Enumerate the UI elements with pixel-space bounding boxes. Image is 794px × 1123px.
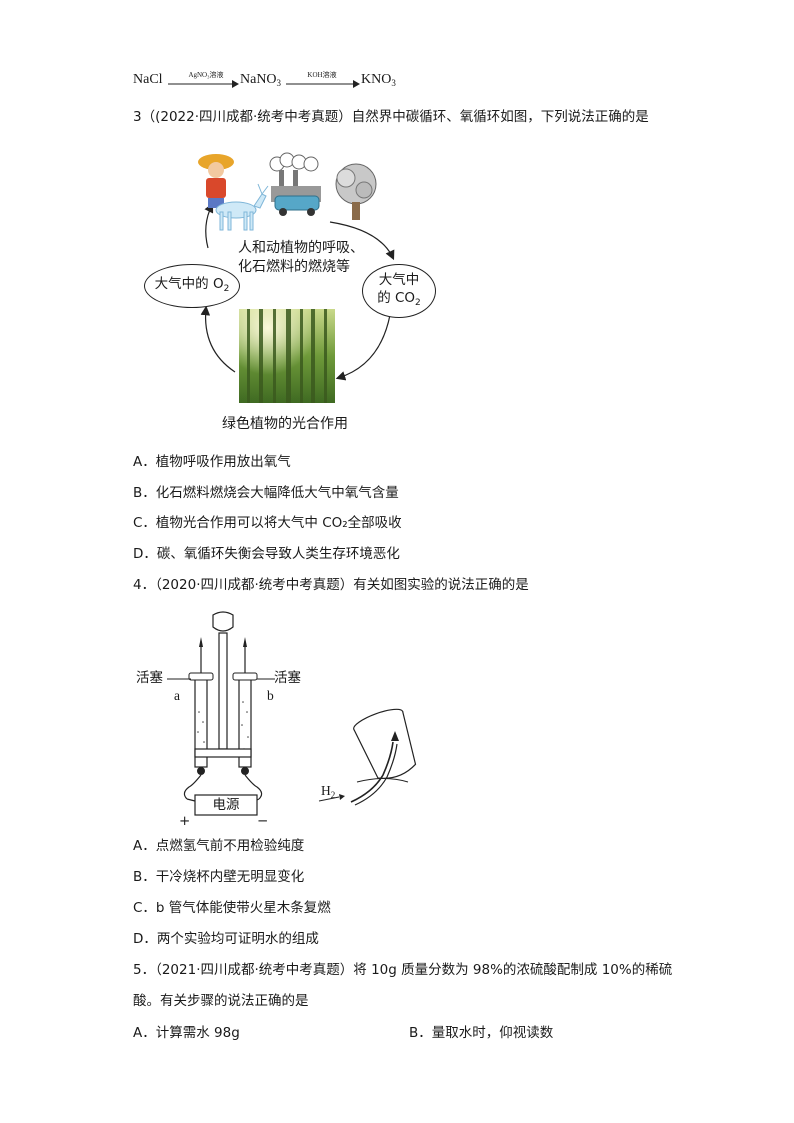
photosynthesis-label: 绿色植物的光合作用 — [222, 416, 348, 432]
stopcock-right-label: 活塞 — [274, 670, 301, 686]
q3-stem: 3（(2022·四川成都·统考中考真题）自然界中碳循环、氧循环如图，下列说法正确… — [133, 109, 649, 125]
nacl-formula: NaCl — [133, 72, 163, 87]
q4-option-b[interactable]: B．干冷烧杯内壁无明显变化 — [133, 869, 305, 885]
atmosphere-o2-node: 大气中的 O2 — [144, 264, 240, 308]
tube-b-label: b — [267, 688, 274, 703]
electrolysis-apparatus — [183, 611, 417, 816]
h2-label: H2 — [321, 783, 336, 800]
reaction-arrow-2 — [286, 80, 360, 88]
q5-stem-line1: 5．（2021·四川成都·统考中考真题）将 10g 质量分数为 98%的浓硫酸配… — [133, 962, 673, 978]
q4-stem: 4．（2020·四川成都·统考中考真题）有关如图实验的说法正确的是 — [133, 577, 529, 593]
tube-a-label: a — [174, 688, 180, 703]
q3-option-b[interactable]: B．化石燃料燃烧会大幅降低大气中氧气含量 — [133, 485, 399, 501]
reagent-agno3-label: AgNO₃溶液 — [188, 71, 224, 79]
q4-option-c[interactable]: C．b 管气体能使带火星木条复燃 — [133, 900, 331, 916]
atmosphere-co2-label: 大气中的 CO2 — [377, 271, 421, 308]
q3-option-d[interactable]: D．碳、氧循环失衡会导致人类生存环境恶化 — [133, 546, 400, 562]
factory-and-car-picture — [269, 152, 321, 216]
stopcock-left-pointer — [167, 678, 191, 680]
cycle-arrows — [200, 202, 395, 381]
q3-option-a[interactable]: A．植物呼吸作用放出氧气 — [133, 454, 291, 470]
kno3-formula: KNO3 — [361, 72, 396, 88]
stopcock-left-label: 活塞 — [136, 670, 163, 686]
nano3-formula: NaNO3 — [240, 72, 282, 88]
positive-terminal-label: + — [179, 813, 191, 829]
q4-option-d[interactable]: D．两个实验均可证明水的组成 — [133, 931, 319, 947]
carbon-oxygen-cycle-diagram: 人和动植物的呼吸、 化石燃料的燃烧等 大气中的 O2 大气中的 CO2 — [140, 140, 440, 440]
negative-terminal-label: − — [257, 813, 269, 829]
q5-stem-line2: 酸。有关步骤的说法正确的是 — [133, 993, 309, 1009]
forest-picture — [239, 309, 335, 403]
respiration-label-line1: 人和动植物的呼吸、 — [238, 240, 364, 256]
atmosphere-o2-label: 大气中的 O2 — [154, 275, 230, 294]
farmer-and-deer-picture — [198, 154, 269, 231]
tree-smoke-picture — [335, 163, 377, 220]
power-source-label: 电源 — [212, 797, 240, 813]
q4-option-a[interactable]: A．点燃氢气前不用检验纯度 — [133, 838, 305, 854]
atmosphere-co2-node: 大气中的 CO2 — [362, 264, 436, 318]
reaction-arrow-1 — [168, 80, 239, 88]
q5-option-a[interactable]: A．计算需水 98g — [133, 1025, 240, 1041]
electrolysis-diagram: 活塞 a 活塞 b 电源 + − H2 — [133, 607, 433, 829]
stopcock-right-pointer — [257, 678, 275, 680]
respiration-label-line2: 化石燃料的燃烧等 — [238, 259, 350, 275]
q3-option-c[interactable]: C．植物光合作用可以将大气中 CO₂全部吸收 — [133, 515, 402, 531]
q5-option-b[interactable]: B．量取水时，仰视读数 — [409, 1025, 554, 1041]
reagent-koh-label: KOH溶液 — [307, 71, 337, 79]
